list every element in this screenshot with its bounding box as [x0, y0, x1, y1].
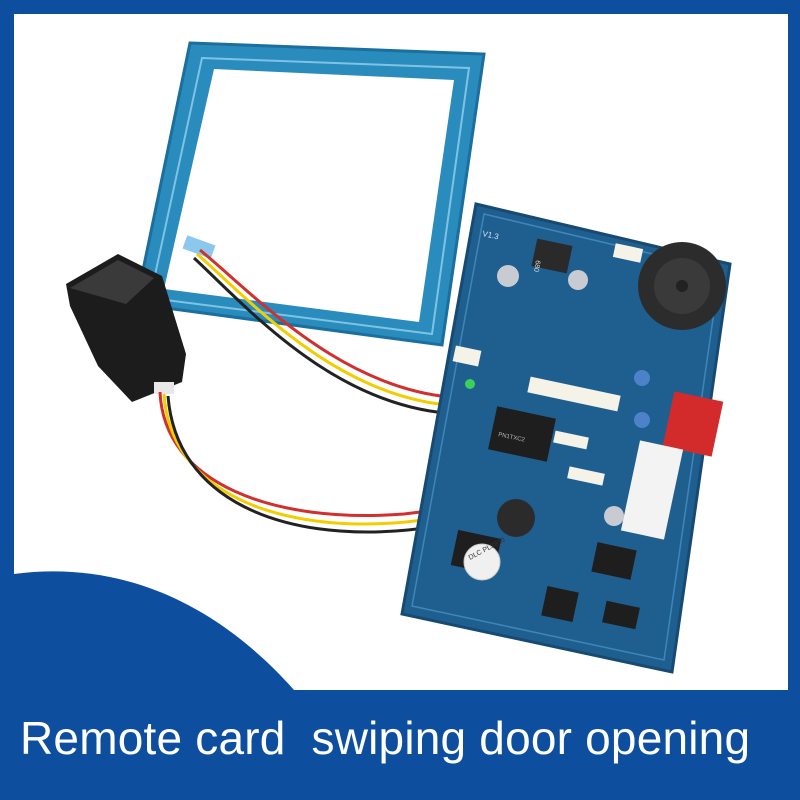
controller-pcb: [400, 202, 732, 674]
product-illustration: V1.3 680 PN1TXC2 DLC PL3930: [66, 41, 732, 674]
interface-module: [66, 254, 186, 402]
antenna-coil: [134, 41, 486, 347]
blue-corner-wave: [14, 571, 294, 690]
caption-text: Remote card swiping door opening: [20, 712, 751, 764]
inductor-label: 680: [532, 260, 541, 273]
photo-area: V1.3 680 PN1TXC2 DLC PL3930: [14, 14, 788, 690]
chip-label: PN1TXC2: [498, 432, 526, 444]
version-label: V1.3: [482, 229, 501, 241]
